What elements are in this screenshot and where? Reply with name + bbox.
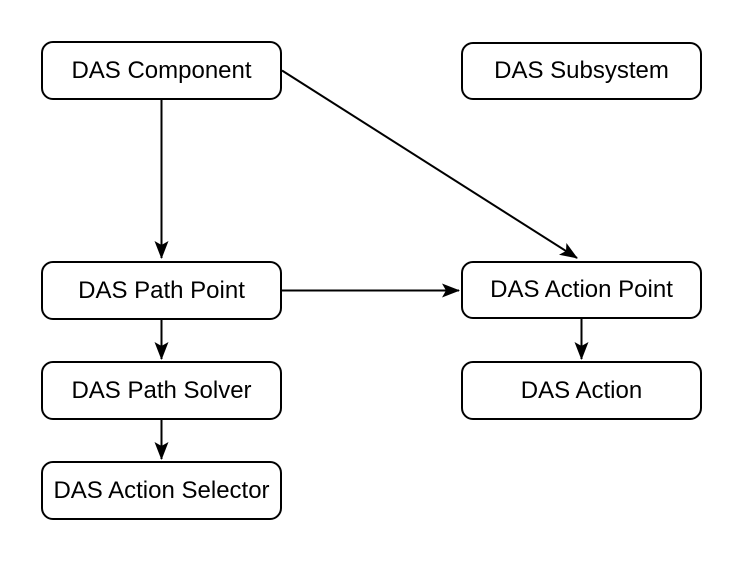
node-das-component: DAS Component [41,41,282,100]
node-das-subsystem: DAS Subsystem [461,42,702,100]
node-das-action-point-label: DAS Action Point [490,276,673,303]
node-das-path-point: DAS Path Point [41,261,282,320]
node-das-action-label: DAS Action [520,376,643,404]
node-das-action-selector-label: DAS Action Selector [53,476,270,504]
node-das-action: DAS Action [461,361,702,420]
node-das-component-label: DAS Component [71,56,252,84]
node-das-action-point: DAS Action Point [461,261,702,319]
node-das-subsystem-label: DAS Subsystem [494,57,669,84]
node-das-action-selector: DAS Action Selector [41,461,282,520]
node-das-path-solver-label: DAS Path Solver [71,376,252,404]
node-das-path-solver: DAS Path Solver [41,361,282,420]
node-das-path-point-label: DAS Path Point [78,276,245,304]
